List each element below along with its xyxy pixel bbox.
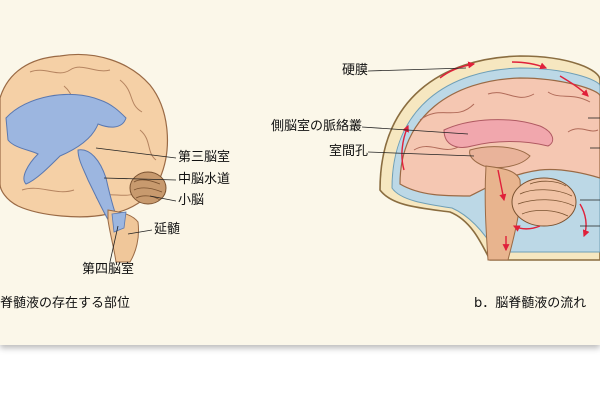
medulla-label: 延髄 bbox=[154, 222, 181, 237]
third-ventricle-label: 第三脳室 bbox=[178, 150, 231, 165]
choroid-plexus-label: 側脳室の脈絡叢 bbox=[270, 119, 362, 134]
csf-flow-arrows bbox=[401, 61, 590, 252]
figure-a-caption: 脊髄液の存在する部位 bbox=[0, 296, 131, 311]
lateral-ventricle-b bbox=[443, 119, 554, 148]
fourth-ventricle-label: 第四脳室 bbox=[82, 262, 135, 277]
figure-panel: 第三脳室 中脳水道 小脳 延髄 第四脳室 脊髄液の存在する部位 硬膜 側脳室の脈… bbox=[0, 0, 600, 345]
interventricular-foramen-label: 室間孔 bbox=[328, 144, 368, 159]
figure-illustration bbox=[0, 53, 600, 263]
cerebellum-b bbox=[511, 177, 577, 227]
cerebellum-label: 小脳 bbox=[178, 193, 205, 208]
lateral-ventricle-a bbox=[5, 94, 127, 185]
figure-b-caption: b．脳脊髄液の流れ bbox=[474, 296, 587, 311]
figure-a-brain bbox=[0, 53, 177, 263]
fourth-ventricle-a bbox=[111, 211, 127, 233]
cerebral-aqueduct-label: 中脳水道 bbox=[178, 172, 231, 187]
figure-b-brain bbox=[361, 55, 600, 261]
dura-mater-label: 硬膜 bbox=[341, 63, 368, 78]
brainstem-b bbox=[484, 165, 521, 261]
thalamus-b bbox=[469, 146, 531, 169]
